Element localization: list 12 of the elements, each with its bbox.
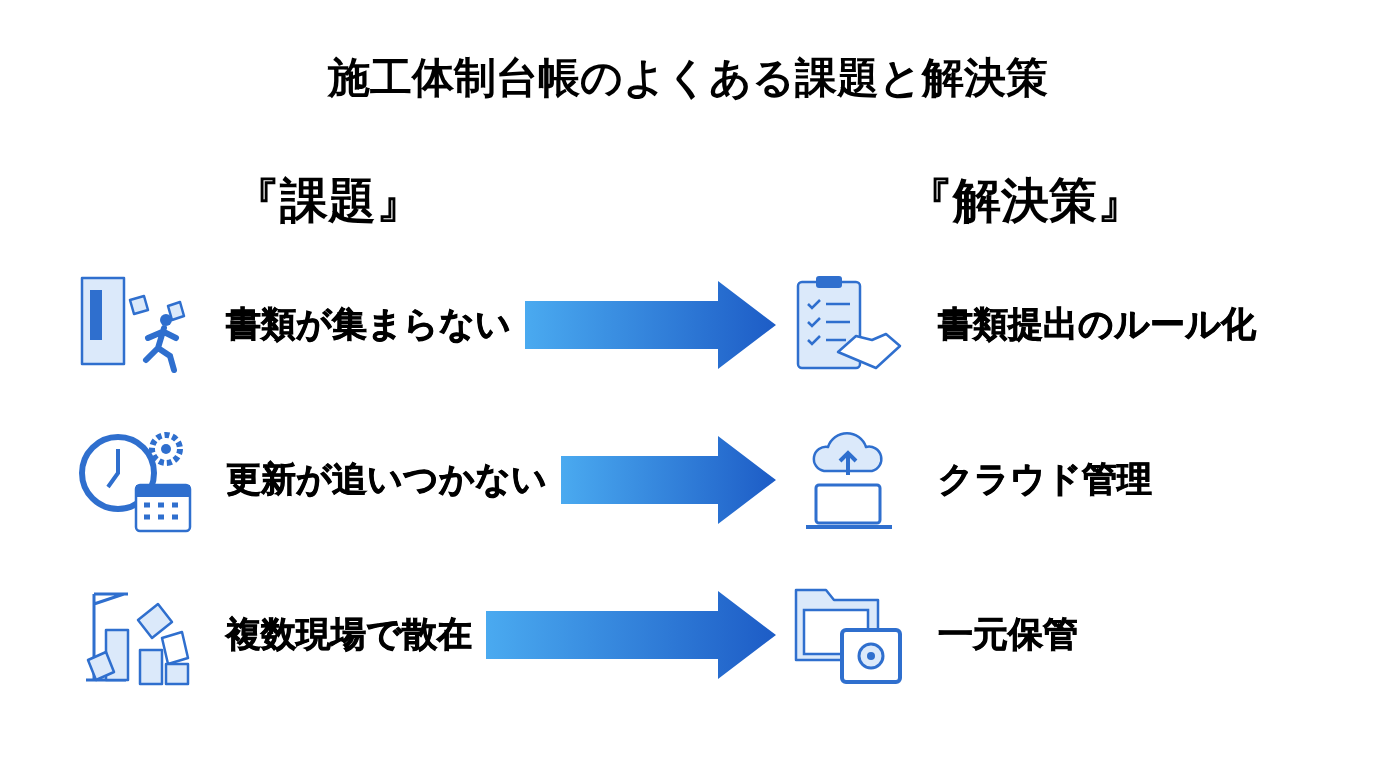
item-text: 複数現場で散在 — [226, 613, 472, 657]
block-arrow — [486, 591, 776, 679]
column-heading: 『課題』 — [232, 171, 424, 230]
diagram-title: 施工体制台帳のよくある課題と解決策 — [328, 52, 1048, 104]
item-text: 書類提出のルール化 — [938, 303, 1256, 347]
block-arrow — [561, 436, 776, 524]
block-arrow — [525, 281, 776, 369]
item-text: クラウド管理 — [938, 458, 1152, 502]
column-heading: 『解決策』 — [905, 171, 1145, 230]
item-text: 一元保管 — [938, 613, 1078, 657]
item-text: 書類が集まらない — [226, 303, 511, 347]
item-text: 更新が追いつかない — [226, 458, 547, 502]
